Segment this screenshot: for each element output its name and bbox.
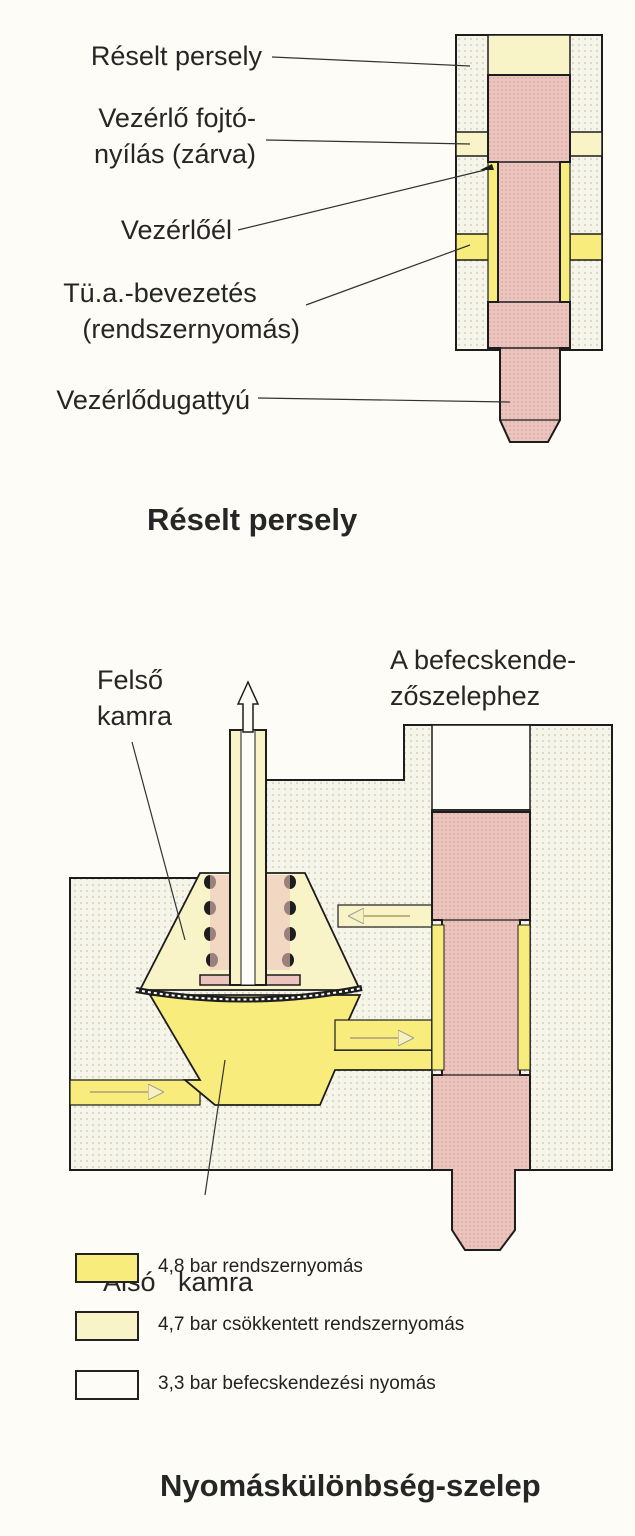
leader-reselt-persely bbox=[271, 56, 471, 67]
label-felso-kamra: Felső kamra bbox=[97, 665, 173, 731]
leader-vezerlodugattyu bbox=[257, 397, 511, 403]
right-inlet-channel bbox=[334, 1019, 441, 1051]
label-befecskendezo: A befecskende- zőszelephez bbox=[390, 645, 577, 711]
leader-tua-bevezetes bbox=[305, 244, 471, 306]
throttle-slot-right bbox=[569, 131, 603, 157]
right-sleeve-annulus-left bbox=[431, 924, 445, 1071]
legend-swatch-48 bbox=[75, 1253, 139, 1283]
leader-also-kamra bbox=[204, 1059, 226, 1196]
control-piston bbox=[487, 74, 571, 443]
right-bore-top bbox=[431, 724, 531, 811]
legend-swatch-33 bbox=[75, 1370, 139, 1400]
legend-swatch-47 bbox=[75, 1311, 139, 1341]
legend-text-33: 3,3 bar befecskendezési nyomás bbox=[158, 1373, 436, 1394]
label-vezerloel: Vezérlőél bbox=[120, 215, 232, 245]
label-tua-bevezetes: Tü.a.-bevezetés (rendszernyomás) bbox=[63, 278, 300, 344]
right-control-piston bbox=[431, 811, 531, 1251]
flow-arrows bbox=[90, 916, 410, 1092]
sleeve-annulus-right bbox=[559, 161, 571, 303]
sleeve-annulus-left bbox=[487, 161, 499, 303]
leader-vezerloel bbox=[237, 169, 486, 231]
legend-text-48: 4,8 bar rendszernyomás bbox=[158, 1256, 363, 1277]
right-sleeve-annulus-right bbox=[517, 924, 531, 1071]
sleeve-top-bore bbox=[487, 34, 571, 76]
leader-felso-kamra bbox=[131, 741, 186, 941]
label-vezerlodugattyu: Vezérlődugattyú bbox=[56, 385, 250, 415]
label-vezerlo-fojto: Vezérlő fojtó- nyílás (zárva) bbox=[93, 103, 256, 169]
title-reselt-persely: Réselt persely bbox=[147, 502, 358, 537]
control-edge-mark bbox=[480, 164, 494, 170]
legend-text-47: 4,7 bar csökkentett rendszernyomás bbox=[158, 1314, 465, 1335]
reselt-persely-assembly bbox=[455, 34, 603, 443]
title-nyomaskulonbseg: Nyomáskülönbség-szelep bbox=[160, 1468, 541, 1503]
top-leader-lines bbox=[237, 56, 511, 403]
inlet-slot-right bbox=[569, 233, 603, 261]
label-reselt-persely: Réselt persely bbox=[90, 41, 262, 71]
outlet-arrow bbox=[236, 680, 260, 733]
bottom-leader-lines bbox=[131, 741, 226, 1196]
leader-vezerlo-fojto bbox=[265, 139, 471, 145]
differential-valve bbox=[69, 680, 613, 1251]
